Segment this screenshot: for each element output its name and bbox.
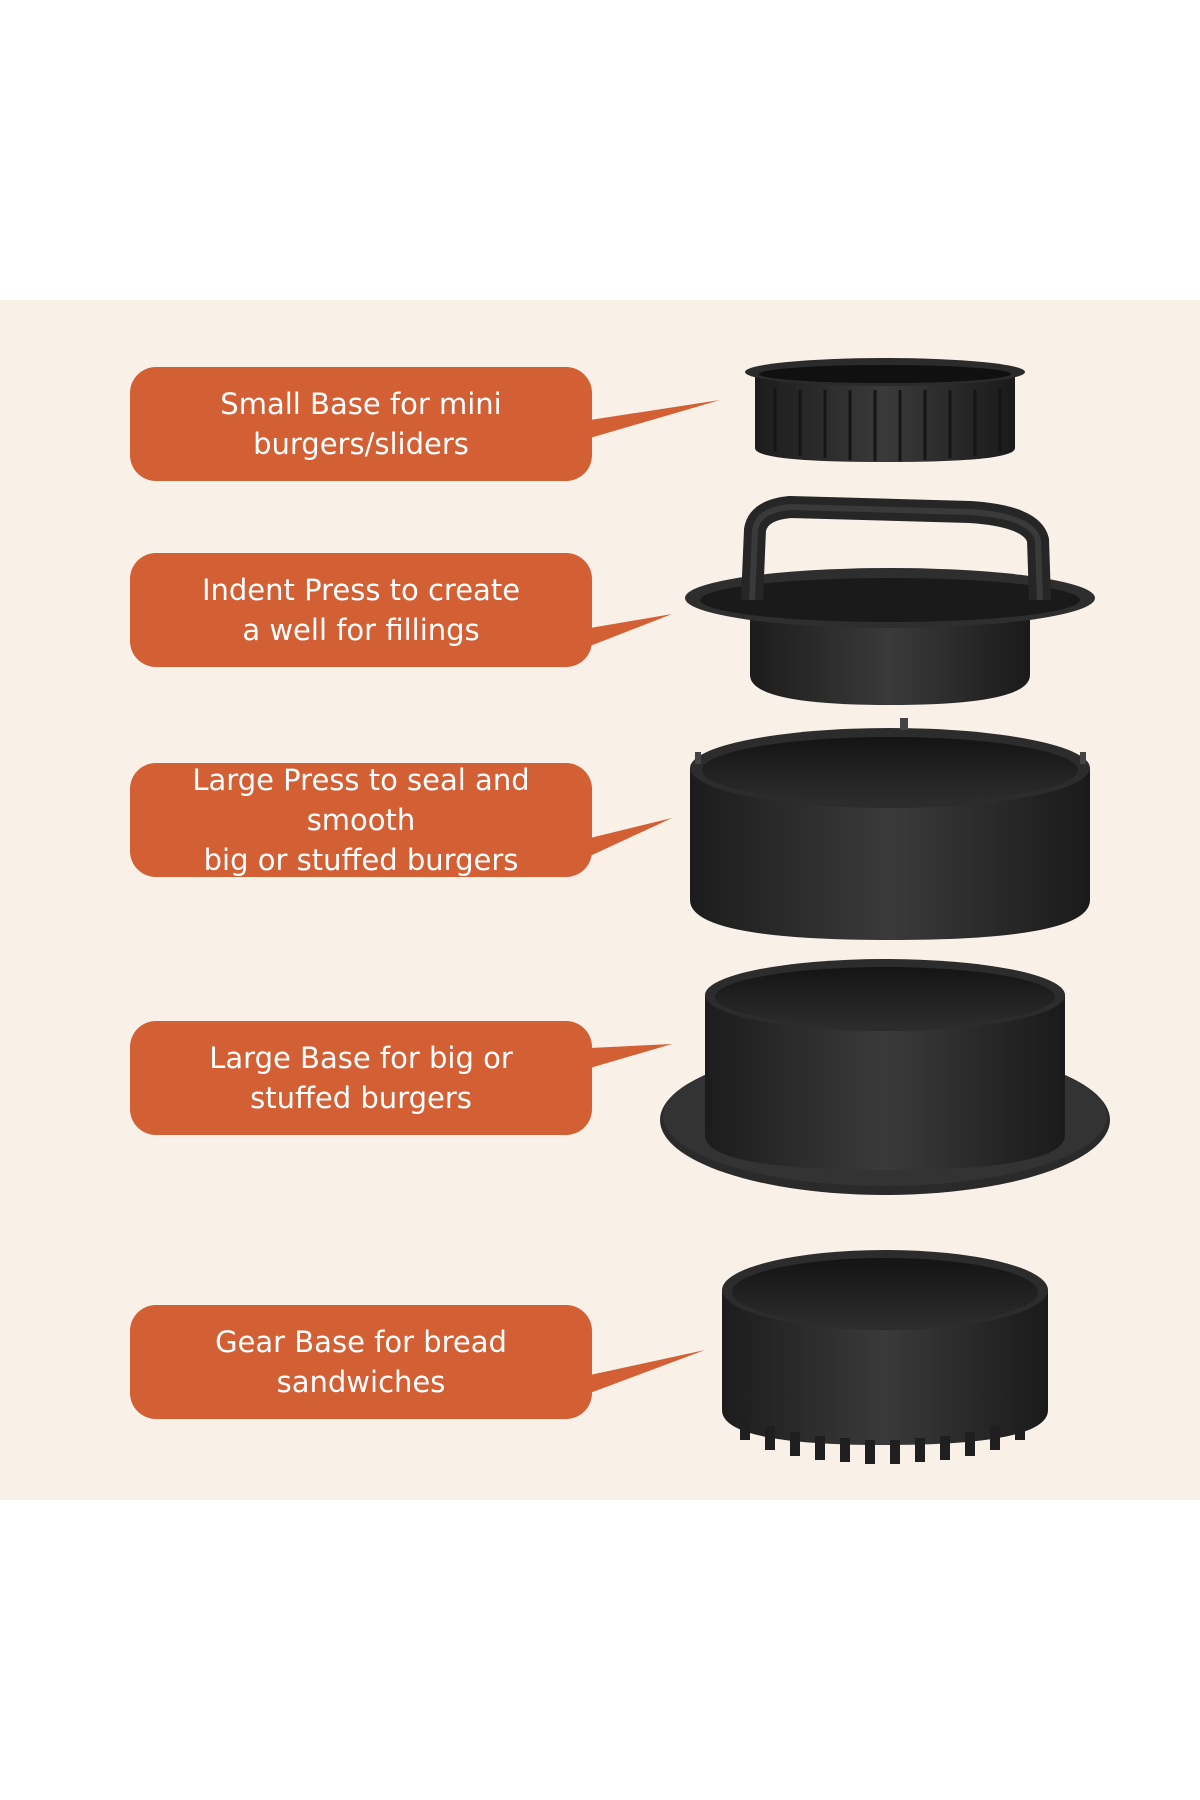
callout-line: Indent Press to create	[201, 573, 521, 607]
pointer-gear-base	[590, 1350, 705, 1393]
indent-press-part	[685, 496, 1095, 705]
pointer-indent-press	[590, 614, 672, 646]
pointer-small-base	[590, 400, 720, 438]
callout-large-base: Large Base for big or stuffed burgers	[130, 1021, 592, 1135]
callout-text: Small Base for mini burgers/sliders	[151, 384, 571, 464]
large-base-part	[660, 959, 1110, 1195]
callout-line: burgers/sliders	[253, 427, 469, 461]
callout-text: Indent Press to create a well for fillin…	[151, 570, 571, 650]
callout-line: Large Base for big or	[209, 1041, 513, 1075]
gear-base-part	[722, 1250, 1048, 1464]
callout-gear-base: Gear Base for bread sandwiches	[130, 1305, 592, 1419]
callout-indent-press: Indent Press to create a well for fillin…	[130, 553, 592, 667]
callout-large-press: Large Press to seal and smooth big or st…	[130, 763, 592, 877]
callout-text: Large Press to seal and smooth big or st…	[151, 760, 571, 880]
callout-line: stuffed burgers	[250, 1081, 472, 1115]
pointer-large-press	[590, 818, 672, 856]
callout-line: big or stuffed burgers	[203, 843, 519, 877]
small-base-part	[745, 358, 1025, 462]
callout-small-base: Small Base for mini burgers/sliders	[130, 367, 592, 481]
callout-text: Large Base for big or stuffed burgers	[151, 1038, 571, 1118]
pointer-large-base	[590, 1044, 672, 1068]
large-press-part	[690, 718, 1090, 940]
callout-line: Large Press to seal and smooth	[192, 763, 530, 837]
callout-line: a well for fillings	[242, 613, 480, 647]
callout-text: Gear Base for bread sandwiches	[151, 1322, 571, 1402]
callout-line: sandwiches	[276, 1365, 446, 1399]
callout-line: Small Base for mini	[220, 387, 502, 421]
callout-line: Gear Base for bread	[215, 1325, 507, 1359]
